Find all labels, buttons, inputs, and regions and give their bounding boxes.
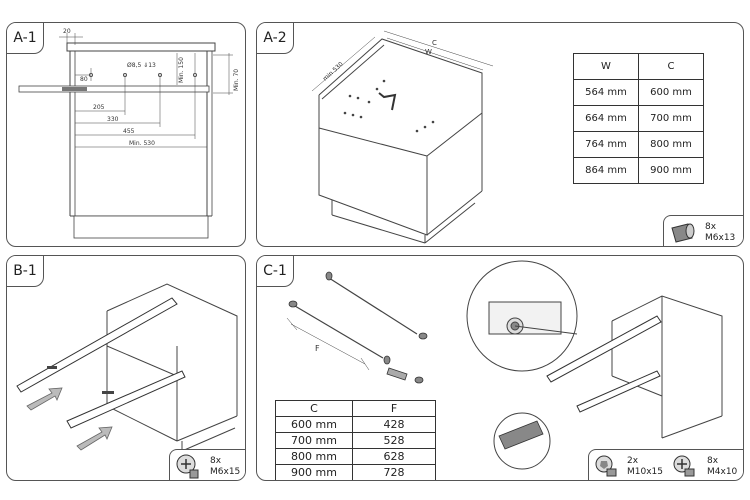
a1-dim-80: 80: [80, 76, 88, 83]
c1-hardware-qty-2: 8x: [707, 456, 719, 466]
a1-dim-min70: Min. 70: [233, 69, 240, 91]
a1-cabinet-drawing: 20 80 Ø8,5 ⇓13 Min. 150 Min. 70 205 330 …: [18, 28, 240, 239]
a1-dim-455: 455: [123, 128, 135, 135]
c1-cell: 700 mm: [275, 432, 353, 449]
table-row: 764 mm 800 mm: [573, 131, 704, 158]
panel-a1-tab: A-1: [7, 23, 44, 54]
a2-cell: 700 mm: [638, 105, 704, 132]
panel-a2-tab: A-2: [257, 23, 294, 54]
screw-icon: [176, 454, 199, 479]
a1-dim-205: 205: [93, 104, 105, 111]
a1-dim-20: 20: [63, 28, 71, 35]
c1-cell: 628: [352, 448, 436, 465]
c1-cell: 728: [352, 464, 436, 480]
c1-hardware-qty-1: 2x: [627, 456, 639, 466]
a2-cell: 900 mm: [638, 157, 704, 184]
c1-cell: 600 mm: [275, 416, 353, 433]
a2-hardware-qty: 8x: [705, 222, 717, 232]
a2-cell: 664 mm: [573, 105, 639, 132]
a2-table-header-c: C: [638, 53, 704, 80]
a2-table-header-w: W: [573, 53, 639, 80]
b1-hardware-spec: M6x15: [210, 467, 241, 477]
panel-b1-tab: B-1: [7, 256, 44, 287]
c1-label-f: F: [315, 344, 320, 353]
c1-cell: 900 mm: [275, 464, 353, 480]
b1-hardware-qty: 8x: [210, 456, 222, 466]
hex-bolt-icon: [595, 455, 617, 477]
table-row: 864 mm 900 mm: [573, 157, 704, 184]
panel-a1: A-1: [6, 22, 246, 247]
c1-cell: 800 mm: [275, 448, 353, 465]
c1-hardware-spec-1: M10x15: [627, 467, 663, 477]
a2-cell: 564 mm: [573, 79, 639, 106]
c1-cell: 528: [352, 432, 436, 449]
a2-cell: 864 mm: [573, 157, 639, 184]
c1-hardware-box: 2x M10x15 8x M4x10: [588, 449, 743, 480]
panel-c1: C-1 F: [256, 255, 744, 481]
table-row: 800 mm 628: [275, 448, 436, 465]
panel-a2: A-2 C W min 530: [256, 22, 744, 247]
table-row: 700 mm 528: [275, 432, 436, 449]
c1-table-header-c: C: [275, 400, 353, 417]
a2-label-min530: min 530: [322, 61, 345, 83]
b1-slide-install-drawing: [16, 283, 238, 452]
a2-hardware-box: 8x M6x13: [663, 215, 743, 246]
table-row: 900 mm 728: [275, 464, 436, 480]
panel-b1: B-1: [6, 255, 246, 481]
a2-label-w: W: [425, 48, 432, 56]
a1-dim-hole: Ø8,5 ⇓13: [127, 62, 156, 69]
screw-icon: [673, 455, 695, 477]
c1-table-header-f: F: [352, 400, 436, 417]
screw-icon: [671, 223, 695, 243]
a2-cabinet-drawing: C W min 530: [311, 30, 494, 244]
table-row: 564 mm 600 mm: [573, 79, 704, 106]
a2-cell: 600 mm: [638, 79, 704, 106]
table-row: 664 mm 700 mm: [573, 105, 704, 132]
a2-width-table: W C 564 mm 600 mm 664 mm 700 mm 764 mm 8…: [573, 53, 704, 184]
c1-length-table: C F 600 mm 428 700 mm 528 800 mm 628 900…: [275, 400, 436, 480]
a2-cell: 800 mm: [638, 131, 704, 158]
a1-dim-min530: Min. 530: [129, 140, 155, 147]
b1-hardware-box: 8x M6x15: [169, 449, 245, 480]
a2-cell: 764 mm: [573, 131, 639, 158]
c1-cell: 428: [352, 416, 436, 433]
c1-rail-drawing: F: [286, 260, 723, 470]
a2-hardware-spec: M6x13: [705, 233, 736, 243]
a1-dim-330: 330: [107, 116, 119, 123]
c1-hardware-spec-2: M4x10: [707, 467, 738, 477]
a2-label-c: C: [432, 39, 437, 47]
table-row: 600 mm 428: [275, 416, 436, 433]
a1-dim-min150: Min. 150: [178, 57, 185, 83]
panel-c1-tab: C-1: [257, 256, 294, 287]
